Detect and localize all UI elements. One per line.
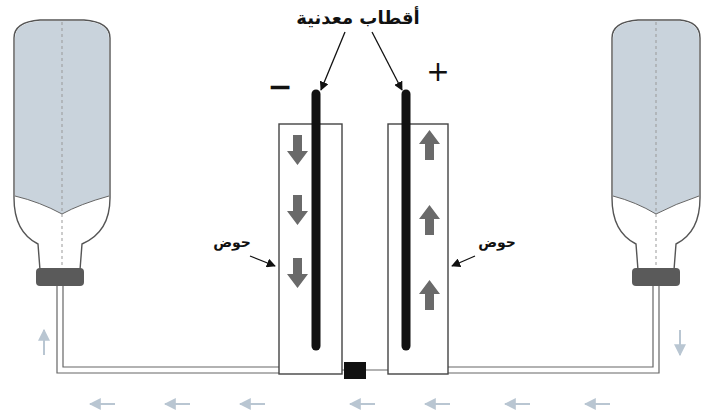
electrode [402, 94, 411, 346]
right-bottle [612, 20, 700, 286]
faint-flow-arrow [44, 330, 680, 404]
leader-line [250, 32, 475, 266]
electrode [312, 94, 321, 346]
polarity-sign: − [267, 70, 292, 103]
tube [57, 286, 659, 373]
tank-label: حوض [478, 235, 516, 250]
valve [344, 362, 366, 379]
left-tank [279, 124, 342, 374]
flow-arrow [287, 130, 440, 310]
electrode-label: أقطاب معدنية [296, 8, 419, 28]
tank-label: حوض [213, 235, 251, 250]
polarity-sign: + [426, 57, 449, 88]
right-tank [388, 124, 448, 374]
left-bottle [14, 20, 110, 286]
